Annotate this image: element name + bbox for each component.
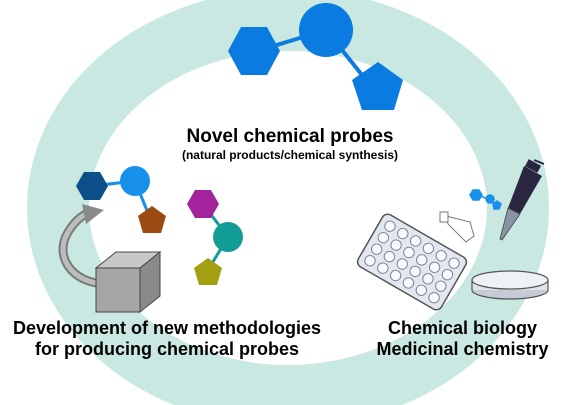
plate-well: [428, 292, 440, 304]
pipette-icon: [499, 159, 545, 241]
plate-well: [389, 269, 402, 282]
curved-arrow-icon: [58, 204, 105, 289]
plate-well: [416, 254, 428, 266]
mid-circle-icon: [213, 222, 243, 252]
medicinal-chemistry-label: Medicinal chemistry: [376, 339, 549, 359]
plate-well: [402, 277, 415, 289]
plate-well: [422, 273, 434, 285]
plate-well: [397, 227, 409, 240]
tiny-molecule-icon: [469, 189, 502, 210]
plate-well: [409, 265, 421, 278]
top-hexagon-icon: [228, 27, 280, 75]
plate-well: [384, 220, 396, 232]
left-probe-molecule-icon: [76, 166, 166, 233]
plate-well: [428, 261, 441, 273]
mid-hexagon-icon: [187, 190, 219, 218]
methodology-label-line2: for producing chemical probes: [34, 339, 300, 359]
plate-well: [409, 235, 422, 247]
plate-well: [370, 243, 383, 255]
top-pentagon-icon: [352, 62, 403, 110]
left-pentagon-icon: [138, 206, 166, 233]
cube-icon: [94, 250, 162, 314]
probes-subtitle: (natural products/chemical synthesis): [181, 148, 399, 162]
plate-well: [396, 258, 408, 270]
probes-title: Novel chemical probes: [186, 126, 394, 147]
well-plate-icon: [356, 213, 468, 311]
chemical-biology-label: Chemical biology: [387, 318, 538, 338]
petri-dish-icon: [471, 270, 549, 300]
plate-well: [422, 242, 435, 255]
plate-well: [415, 284, 427, 297]
left-hexagon-icon: [76, 172, 108, 200]
plate-well: [448, 257, 460, 269]
plate-well: [377, 262, 389, 274]
plate-well: [377, 231, 390, 244]
tube-icon: [439, 211, 475, 243]
plate-well: [441, 268, 454, 281]
plate-well: [435, 280, 447, 292]
plate-well: [435, 250, 447, 262]
top-probe-molecule-icon: [228, 3, 403, 110]
plate-well: [364, 255, 376, 267]
mid-pentagon-icon: [194, 258, 222, 285]
plate-well: [383, 250, 396, 263]
methodology-label-line1: Development of new methodologies: [12, 318, 322, 338]
mid-probe-molecule-icon: [187, 190, 243, 285]
plate-well: [403, 246, 415, 259]
plate-well: [390, 239, 402, 251]
left-circle-icon: [120, 166, 150, 196]
top-circle-icon: [299, 3, 353, 57]
